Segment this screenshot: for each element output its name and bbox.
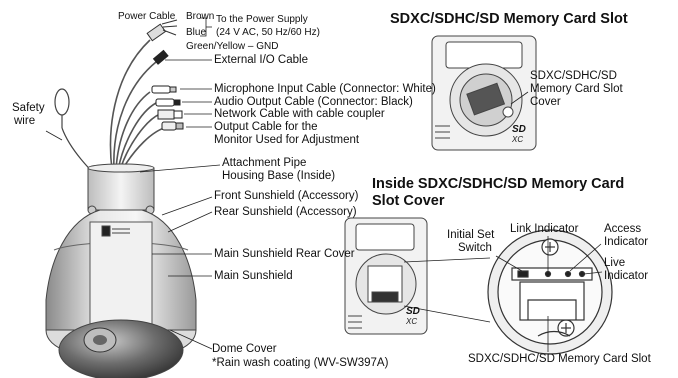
av-connectors — [151, 85, 184, 131]
attachment-pipe-label: Attachment Pipe — [222, 157, 307, 169]
attachment-pipe-art — [87, 163, 155, 215]
inside-cover-device-art — [344, 217, 491, 335]
leader-lines-right — [495, 236, 603, 352]
sd-slot-view-art — [431, 35, 537, 151]
sd-logo-bottom: XC — [512, 135, 524, 144]
main-rear-cover-label: Main Sunshield Rear Cover — [214, 248, 355, 260]
device-sd-logo-top: SD — [406, 306, 420, 317]
audio-output-label: Audio Output Cable (Connector: Black) — [214, 96, 413, 108]
power-spec-label: (24 V AC, 50 Hz/60 Hz) — [216, 27, 320, 38]
access-indicator-label-line2: Indicator — [604, 236, 649, 248]
power-cable-label: Power Cable — [118, 11, 176, 22]
sd-cover-label-line2: Memory Card Slot — [530, 83, 623, 95]
live-indicator-label-line1: Live — [604, 257, 626, 269]
power-supply-label: To the Power Supply — [216, 14, 308, 25]
mic-input-label: Microphone Input Cable (Connector: White… — [214, 83, 436, 95]
main-sunshield-label: Main Sunshield — [214, 270, 293, 282]
access-indicator-label-line1: Access — [604, 223, 642, 235]
inside-cover-heading-line1: Inside SDXC/SDHC/SD Memory Card — [372, 176, 625, 192]
safety-wire-label-line1: Safety — [12, 102, 45, 114]
initial-set-switch-label-line2: Switch — [458, 242, 492, 254]
initial-set-switch-label-line1: Initial Set — [447, 229, 495, 241]
magnified-slot-art — [487, 229, 613, 355]
monitor-output-label-line2: Monitor Used for Adjustment — [214, 134, 360, 146]
leader-lines-left — [45, 17, 221, 350]
sd-cover-label-line3: Cover — [530, 96, 561, 108]
network-cable-label: Network Cable with cable coupler — [214, 108, 385, 120]
brown-wire-label: Brown — [186, 11, 215, 22]
sd-cover-label-line1: SDXC/SDHC/SD — [530, 70, 617, 82]
device-sd-logo-bottom: XC — [406, 317, 418, 326]
rain-wash-label: *Rain wash coating (WV-SW397A) — [212, 357, 389, 369]
camera-body-art — [45, 209, 197, 378]
external-io-label: External I/O Cable — [214, 54, 308, 66]
link-indicator-label: Link Indicator — [510, 223, 579, 235]
monitor-output-label-line1: Output Cable for the — [214, 121, 318, 133]
housing-base-label: Housing Base (Inside) — [222, 170, 336, 182]
sd-logo-top: SD — [512, 124, 526, 135]
dome-cover-label: Dome Cover — [212, 343, 277, 355]
sd-slot-heading: SDXC/SDHC/SD Memory Card Slot — [390, 11, 628, 27]
rear-sunshield-label: Rear Sunshield (Accessory) — [214, 206, 357, 218]
power-connector — [146, 19, 178, 42]
safety-wire-label-line2: wire — [14, 115, 36, 127]
blue-wire-label: Blue — [186, 27, 207, 38]
inside-cover-heading-line2: Slot Cover — [372, 193, 445, 209]
card-slot-label: SDXC/SDHC/SD Memory Card Slot — [468, 353, 651, 365]
front-sunshield-label: Front Sunshield (Accessory) — [214, 190, 359, 202]
ground-wire-label: Green/Yellow – GND — [186, 41, 279, 52]
live-indicator-label-line2: Indicator — [604, 270, 649, 282]
io-connector — [152, 49, 169, 65]
